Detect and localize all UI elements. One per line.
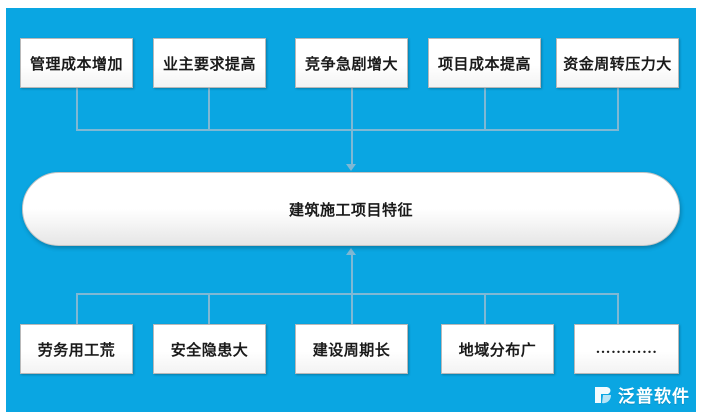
- node-bottom-4[interactable]: 地域分布广: [441, 324, 554, 374]
- node-top-4[interactable]: 项目成本提高: [428, 38, 541, 88]
- node-bottom-1-label: 劳务用工荒: [37, 342, 116, 359]
- node-bottom-2[interactable]: 安全隐患大: [153, 324, 266, 374]
- brand-logo-icon: [592, 384, 614, 406]
- node-top-5[interactable]: 资金周转压力大: [556, 38, 679, 88]
- connector-top-1: [76, 88, 78, 130]
- node-center[interactable]: 建筑施工项目特征: [22, 172, 680, 246]
- connector-bottom-5: [617, 293, 619, 324]
- node-center-label: 建筑施工项目特征: [288, 202, 413, 219]
- watermark: 泛普软件: [592, 382, 690, 407]
- node-bottom-5-label: …………: [595, 340, 658, 357]
- connector-top-drop: [351, 129, 353, 165]
- connector-bottom-4: [484, 293, 486, 324]
- connector-bottom-drop: [351, 254, 353, 294]
- arrow-down-icon: [346, 164, 356, 171]
- node-bottom-1[interactable]: 劳务用工荒: [20, 324, 133, 374]
- node-top-3[interactable]: 竞争急剧增大: [295, 38, 408, 88]
- canvas-right-margin: [696, 0, 702, 419]
- node-top-1[interactable]: 管理成本增加: [20, 38, 133, 88]
- node-top-4-label: 项目成本提高: [437, 56, 531, 73]
- node-top-3-label: 竞争急剧增大: [304, 56, 398, 73]
- canvas-bottom-margin: [0, 412, 702, 419]
- connector-top-5: [617, 88, 619, 130]
- connector-top-2: [208, 88, 210, 130]
- watermark-text: 泛普软件: [618, 387, 690, 406]
- connector-bottom-bus: [76, 293, 619, 295]
- connector-bottom-3: [351, 293, 353, 324]
- connector-top-3: [351, 88, 353, 130]
- node-top-1-label: 管理成本增加: [29, 56, 123, 73]
- node-bottom-5[interactable]: …………: [574, 324, 679, 374]
- node-bottom-2-label: 安全隐患大: [170, 342, 249, 359]
- connector-top-bus: [76, 129, 619, 131]
- node-bottom-3[interactable]: 建设周期长: [295, 324, 408, 374]
- canvas-top-margin: [0, 0, 702, 8]
- canvas-left-margin: [0, 0, 6, 419]
- node-bottom-4-label: 地域分布广: [458, 342, 537, 359]
- connector-bottom-1: [76, 293, 78, 324]
- node-top-2-label: 业主要求提高: [162, 56, 256, 73]
- node-top-2[interactable]: 业主要求提高: [153, 38, 266, 88]
- node-bottom-3-label: 建设周期长: [312, 342, 391, 359]
- connector-top-4: [484, 88, 486, 130]
- connector-bottom-2: [208, 293, 210, 324]
- node-top-5-label: 资金周转压力大: [563, 56, 672, 73]
- arrow-up-icon: [346, 248, 356, 255]
